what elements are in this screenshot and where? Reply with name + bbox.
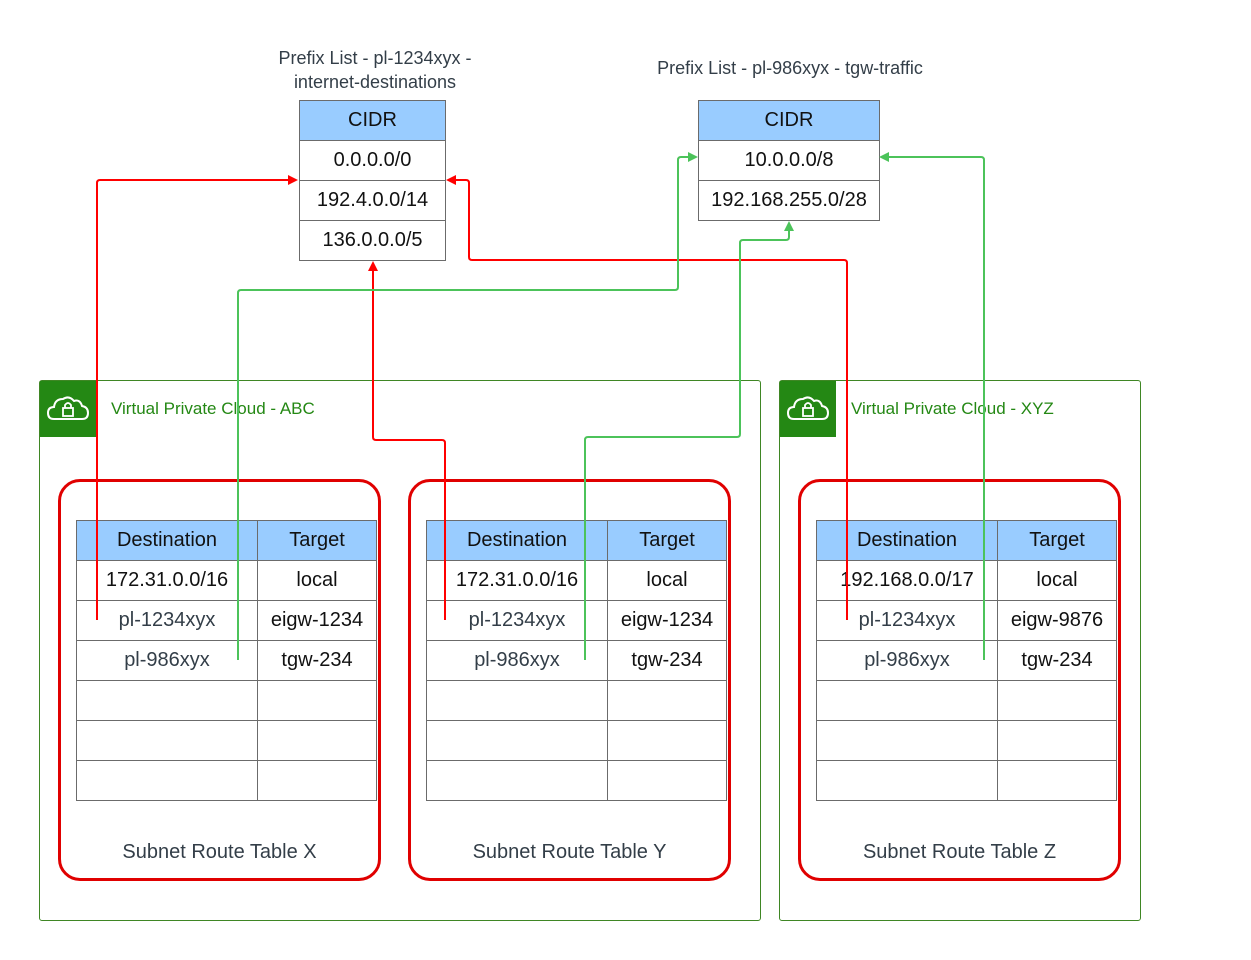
- route-table-x-frame: [58, 479, 381, 881]
- prefix-list-1-caption-line2: internet-destinations: [293, 72, 457, 92]
- prefix-list-2-cidr: 192.168.255.0/28: [711, 189, 867, 211]
- table-row: [816, 760, 1117, 801]
- arrow-y-to-internet-prefix-list: [368, 261, 446, 620]
- arrow-x-to-internet-prefix-list: [96, 175, 298, 620]
- column-header-destination: Destination: [76, 520, 258, 561]
- table-row: [76, 760, 377, 801]
- destination-cell: [426, 760, 608, 801]
- route-table-x-name: Subnet Route Table X: [122, 841, 317, 863]
- prefix-list-2-cidr: 10.0.0.0/8: [699, 141, 879, 181]
- arrow-z-to-tgw-prefix-list: [879, 152, 985, 660]
- target-cell: eigw-9876: [997, 600, 1117, 641]
- vpc-xyz-title: Virtual Private Cloud - XYZ: [851, 399, 1054, 418]
- prefix-list-1-cidr: 192.4.0.0/14: [300, 181, 445, 221]
- target-cell: [257, 760, 377, 801]
- column-header-destination: Destination: [426, 520, 608, 561]
- prefix-list-2-header: CIDR: [699, 101, 879, 141]
- target-cell: [997, 680, 1117, 721]
- destination-cell: 172.31.0.0/16: [426, 560, 608, 601]
- target-cell: [997, 760, 1117, 801]
- vpc-abc-title: Virtual Private Cloud - ABC: [111, 399, 315, 418]
- target-cell: tgw-234: [257, 640, 377, 681]
- target-cell: [257, 720, 377, 761]
- vpc-abc-container: Virtual Private Cloud - ABC: [39, 380, 761, 921]
- column-header-target: Target: [257, 520, 377, 561]
- arrow-z-to-internet-prefix-list: [446, 175, 848, 620]
- target-cell: tgw-234: [997, 640, 1117, 681]
- target-cell: eigw-1234: [257, 600, 377, 641]
- prefix-list-2-caption: Prefix List - pl-986xyx - tgw-traffic: [610, 56, 970, 80]
- column-header-target: Target: [607, 520, 727, 561]
- prefix-list-1-cidr: 136.0.0.0/5: [322, 229, 423, 251]
- target-cell: eigw-1234: [607, 600, 727, 641]
- destination-cell: [816, 720, 998, 761]
- route-table-y-name: Subnet Route Table Y: [472, 841, 667, 863]
- destination-cell: [816, 760, 998, 801]
- table-row: [76, 680, 377, 721]
- table-row: [426, 720, 727, 761]
- prefix-list-1-caption: Prefix List - pl-1234xyx - internet-dest…: [250, 46, 500, 94]
- route-table-z-frame: [798, 479, 1121, 881]
- cloud-lock-icon: [40, 381, 96, 437]
- target-cell: tgw-234: [607, 640, 727, 681]
- vpc-xyz-container: Virtual Private Cloud - XYZ: [779, 380, 1141, 921]
- table-row: [426, 760, 727, 801]
- destination-cell: pl-1234xyx: [426, 600, 608, 641]
- destination-cell: pl-986xyx: [426, 640, 608, 681]
- route-table-y-frame: [408, 479, 731, 881]
- prefix-list-1-table: CIDR 0.0.0.0/0 192.4.0.0/14 136.0.0.0/5: [299, 100, 446, 261]
- table-row: [816, 720, 1117, 761]
- target-cell: local: [257, 560, 377, 601]
- target-cell: [257, 680, 377, 721]
- column-header-target: Target: [997, 520, 1117, 561]
- target-cell: [607, 760, 727, 801]
- destination-cell: [76, 760, 258, 801]
- target-cell: local: [607, 560, 727, 601]
- arrow-x-to-tgw-prefix-list: [237, 152, 698, 660]
- destination-cell: [76, 680, 258, 721]
- destination-cell: pl-986xyx: [76, 640, 258, 681]
- target-cell: [607, 680, 727, 721]
- destination-cell: pl-1234xyx: [76, 600, 258, 641]
- destination-cell: [426, 720, 608, 761]
- destination-cell: pl-986xyx: [816, 640, 998, 681]
- prefix-list-1-caption-line1: Prefix List - pl-1234xyx -: [278, 48, 472, 68]
- route-table-z-name: Subnet Route Table Z: [862, 841, 1057, 863]
- prefix-list-2-table: CIDR 10.0.0.0/8 192.168.255.0/28: [698, 100, 880, 221]
- prefix-list-1-cidr: 0.0.0.0/0: [300, 141, 445, 181]
- prefix-list-1-header: CIDR: [300, 101, 445, 141]
- arrow-y-to-tgw-prefix-list: [584, 221, 794, 660]
- target-cell: [997, 720, 1117, 761]
- prefix-list-2-caption-line1: Prefix List - pl-986xyx - tgw-traffic: [657, 58, 923, 78]
- cloud-lock-icon: [780, 381, 836, 437]
- target-cell: local: [997, 560, 1117, 601]
